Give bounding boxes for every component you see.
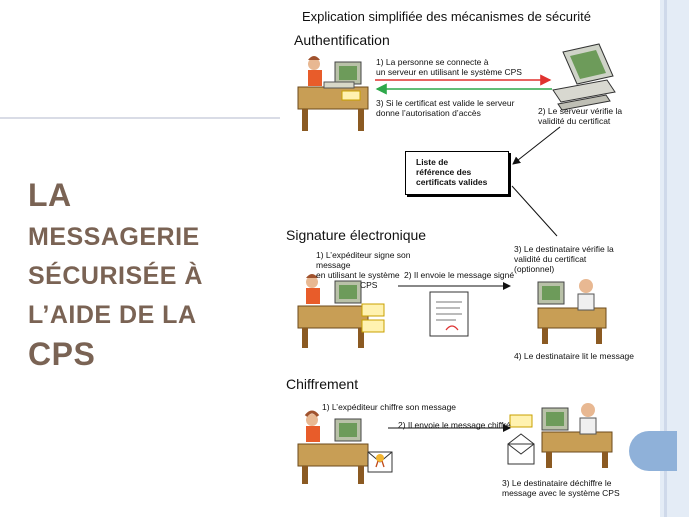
auth-sender-illustration xyxy=(297,56,369,131)
title-line-1: LA xyxy=(28,177,72,213)
signature-step4: 4) Le destinataire lit le message xyxy=(514,351,635,361)
chiffrement-step1: 1) L’expéditeur chiffre son message xyxy=(322,402,457,412)
signature-recipient-illustration xyxy=(537,279,607,344)
signature-step1: 1) L’expéditeur signe son message en uti… xyxy=(316,250,411,290)
auth-title: Authentification xyxy=(294,32,390,48)
auth-to-reference-arrow xyxy=(512,126,561,165)
right-decorative-line xyxy=(664,0,667,517)
chiffrement-sender-illustration xyxy=(297,410,369,484)
reference-list-box: Liste de référence des certificats valid… xyxy=(405,151,509,195)
title-line-5: CPS xyxy=(28,336,96,372)
chiffrement-step3: 3) Le destinataire déchiffre le message … xyxy=(502,478,620,498)
chiffrement-step2: 2) Il envoie le message chiffré xyxy=(398,420,511,430)
decorative-circle xyxy=(629,431,677,471)
diagram-svg xyxy=(297,43,616,484)
sealed-envelope-icon xyxy=(367,451,393,473)
signature-step2: 2) Il envoie le message signé xyxy=(404,270,515,280)
slide-title: LA MESSAGERIE SÉCURISÉE À L’AIDE DE LA C… xyxy=(28,176,260,374)
signed-document-icon xyxy=(429,291,469,337)
open-envelope-icon xyxy=(507,433,535,465)
diagram-heading: Explication simplifiée des mécanismes de… xyxy=(302,9,592,24)
title-line-3: SÉCURISÉE À xyxy=(28,262,203,290)
chiffrement-title: Chiffrement xyxy=(286,376,359,392)
reference-to-signature-line xyxy=(511,185,558,237)
auth-step3: 3) Si le certificat est valide le serveu… xyxy=(376,98,515,118)
reference-line-2: référence des xyxy=(416,167,472,177)
reference-line-1: Liste de xyxy=(416,157,449,167)
title-line-4: L’AIDE DE LA xyxy=(28,301,197,329)
chiffrement-recipient-illustration xyxy=(509,403,613,468)
signature-title: Signature électronique xyxy=(286,227,427,243)
reference-line-3: certificats valides xyxy=(416,177,488,187)
signature-sender-illustration xyxy=(297,274,385,348)
divider-line xyxy=(0,117,280,119)
signature-step3: 3) Le destinataire vérifie la validité d… xyxy=(514,244,614,274)
title-line-2: MESSAGERIE xyxy=(28,223,200,251)
diagram-panel: Explication simplifiée des mécanismes de… xyxy=(280,0,660,517)
auth-server-illustration xyxy=(552,43,616,111)
